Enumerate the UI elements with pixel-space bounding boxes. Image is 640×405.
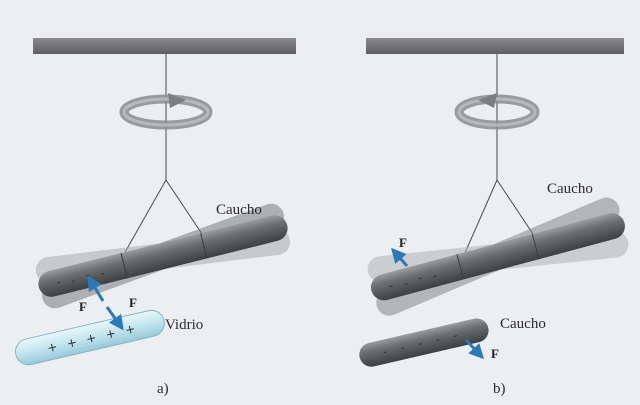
charge-sign: +	[65, 335, 78, 351]
rotation-arrow-icon	[119, 93, 213, 130]
harness-string-a-left	[123, 179, 167, 255]
charge-sign: -	[452, 328, 459, 343]
rotation-arrow-icon	[454, 93, 540, 130]
charge-sign: -	[84, 268, 92, 283]
charge-sign: -	[402, 276, 410, 291]
rubber-label-b-top: Caucho	[547, 181, 593, 197]
charge-sign: -	[387, 278, 395, 293]
rubber-rod-b-top: - - - -	[367, 197, 629, 316]
charge-sign: -	[434, 332, 441, 347]
caption-a: a)	[157, 381, 169, 397]
force-arrow-icon	[391, 247, 409, 267]
panel-a: - - - - + + + + + F F Caucho Vidrio a)	[15, 38, 296, 397]
force-arrow-icon	[464, 338, 485, 360]
harness-string-b-right	[496, 179, 536, 238]
charge-sign: -	[417, 336, 424, 351]
charge-sign: -	[381, 344, 388, 359]
support-bar-a	[33, 38, 296, 54]
force-label: F	[399, 235, 407, 250]
glass-label: Vidrio	[165, 317, 203, 333]
glass-rod-a: + + + + +	[15, 309, 165, 366]
rubber-label-a: Caucho	[216, 202, 262, 218]
rubber-rod-b-bottom: - - - - -	[359, 318, 489, 367]
support-bar-b	[366, 38, 624, 54]
charge-sign: -	[399, 340, 406, 355]
force-arrow-icon	[105, 306, 124, 331]
charge-sign: +	[124, 321, 137, 337]
charge-sign: -	[416, 270, 424, 285]
force-arrow-icon	[87, 275, 105, 302]
caption-b: b)	[493, 381, 506, 397]
rubber-label-b-bottom: Caucho	[500, 316, 546, 332]
charge-sign: -	[70, 273, 78, 288]
charge-sign: -	[55, 275, 63, 290]
force-label: F	[129, 295, 137, 310]
charge-sign: +	[46, 339, 59, 355]
charge-sign: -	[99, 266, 107, 281]
panel-b: - - - - - - - - - F F Caucho Caucho b)	[359, 38, 629, 397]
force-label: F	[79, 299, 87, 314]
charge-sign: +	[85, 330, 98, 346]
force-label: F	[491, 346, 499, 361]
charge-sign: -	[431, 268, 439, 283]
